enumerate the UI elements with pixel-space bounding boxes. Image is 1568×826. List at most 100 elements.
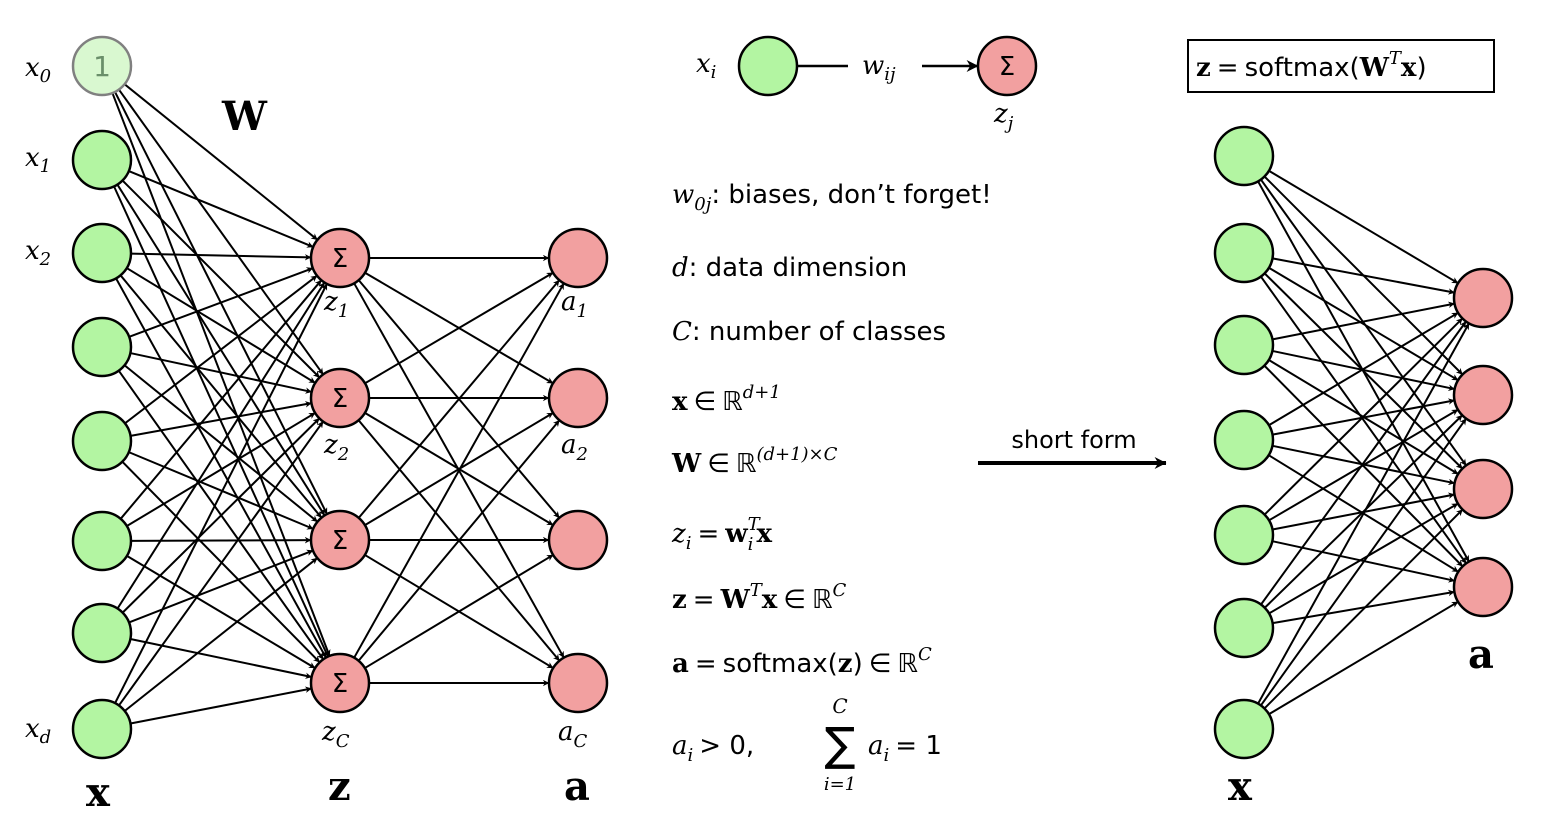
short-form-input-node (1213, 409, 1275, 471)
output-node (547, 367, 609, 429)
short-edge-x5-a0 (1260, 320, 1467, 606)
short-form-label: short form (1011, 426, 1136, 454)
output-node (547, 652, 609, 714)
sum-node-symbol: Σ (332, 526, 348, 556)
short-form-input-node (1213, 504, 1275, 566)
a-label-C: aC (558, 717, 588, 752)
legend: xi wij Σ zj (696, 35, 1038, 134)
edge-x2-z1 (126, 267, 316, 384)
short-edge-x2-a0 (1272, 301, 1455, 341)
input-label-x1: x1 (25, 143, 51, 177)
z-to-a-connections (353, 254, 565, 687)
output-node (547, 227, 609, 289)
edge-x2-z3 (115, 277, 327, 659)
output-node (547, 509, 609, 571)
input-label-x0: x0 (25, 53, 51, 87)
short-form-layer-label-a: a (1468, 631, 1494, 678)
input-node (71, 222, 133, 284)
a-label-1: a1 (561, 287, 588, 322)
short-edge-x6-a0 (1257, 322, 1470, 705)
short-form-output-node (1452, 364, 1514, 426)
sum-node-symbol: Σ (332, 669, 348, 699)
short-form-connections (1257, 169, 1470, 716)
short-edge-x5-a2 (1268, 502, 1459, 615)
legend-sum-symbol: Σ (999, 52, 1015, 82)
notes: w0j: biases, don’t forget! d: data dimen… (671, 180, 992, 795)
edge-x3-z0 (128, 267, 314, 338)
sum-symbol: ∑ (825, 717, 856, 771)
softmax-formula-box (1187, 39, 1495, 93)
note-w-space: W∈ℝ(d+1)×C (671, 444, 838, 479)
edge-x4-z2 (128, 451, 314, 530)
edge-x4-z0 (124, 274, 318, 425)
edge-x7-z1 (118, 420, 324, 707)
output-layer (547, 227, 609, 714)
edge-x5-z3 (126, 555, 316, 669)
edge-x3-z1 (130, 352, 312, 394)
short-form-input-node (1213, 698, 1275, 760)
bias-node-value: 1 (93, 50, 111, 83)
short-edge-x4-a0 (1263, 317, 1464, 516)
input-node (71, 602, 133, 664)
edge-x6-z0 (116, 281, 326, 610)
a-label-2: a2 (561, 430, 588, 465)
input-node (71, 316, 133, 378)
sum-node (309, 227, 371, 289)
edge-x5-z0 (119, 279, 323, 520)
note-number-of-classes: C: number of classes (672, 317, 946, 347)
edge-x0-z0 (123, 83, 319, 241)
sum-layer: Σ Σ Σ Σ (309, 227, 371, 714)
input-node (71, 129, 133, 191)
short-edge-x6-a2 (1263, 508, 1464, 710)
short-form-input-layer (1213, 125, 1275, 760)
edge-x7-z3 (130, 686, 312, 725)
input-node (71, 510, 133, 572)
edge-x1-z1 (121, 179, 321, 379)
input-label-xd: xd (25, 714, 51, 748)
legend-output-label: zj (993, 99, 1014, 134)
legend-weight-label: wij (862, 51, 896, 85)
short-edge-x5-a3 (1272, 589, 1455, 625)
edge-x6-z3 (130, 637, 312, 679)
layer-label-a: a (564, 763, 590, 810)
note-x-space: x∈ℝd+1 (672, 382, 781, 417)
sum-node (309, 652, 371, 714)
sum-node-symbol: Σ (332, 384, 348, 414)
edge-x6-z2 (128, 549, 314, 624)
short-form-input-node (1213, 314, 1275, 376)
edge-z3-a1 (357, 419, 561, 662)
short-edge-x1-a0 (1272, 257, 1455, 295)
sum-upper-limit: C (832, 694, 847, 718)
short-edge-x1-a3 (1260, 276, 1467, 564)
short-form-output-node (1452, 458, 1514, 520)
legend-sum-node (976, 35, 1038, 97)
edge-x7-z2 (124, 557, 318, 712)
edge-x0-z1 (118, 88, 324, 376)
edge-z1-a0 (364, 271, 554, 385)
input-label-x2: x2 (25, 236, 51, 270)
short-form-output-layer (1452, 267, 1514, 618)
edge-x2-z2 (119, 274, 323, 519)
softmax-formula: z=softmax(WTx) (1196, 48, 1427, 83)
edge-x2-z0 (130, 252, 312, 261)
note-a-equation: a=softmax(z)∈ℝC (672, 644, 932, 679)
short-edge-x0-a0 (1268, 169, 1459, 285)
short-edge-x1-a1 (1268, 266, 1459, 382)
bias-node (71, 35, 133, 97)
sum-node-symbol: Σ (332, 244, 348, 274)
legend-input-label: xi (696, 49, 716, 83)
edge-x5-z2 (130, 536, 312, 544)
note-z-equation: z=WTx∈ℝC (672, 580, 847, 615)
layer-label-x: x (86, 769, 111, 816)
short-form-input-node (1213, 222, 1275, 284)
short-form-layer-label-x: x (1228, 763, 1253, 810)
weight-matrix-label: W (221, 93, 268, 140)
edge-x1-z0 (128, 170, 314, 248)
short-edge-x4-a1 (1268, 408, 1459, 522)
short-edge-x3-a0 (1268, 311, 1459, 427)
edge-x7-z0 (114, 283, 328, 704)
note-constraint-lhs: ai> 0, (672, 731, 754, 766)
short-form-output-node (1452, 267, 1514, 329)
sum-node (309, 509, 371, 571)
